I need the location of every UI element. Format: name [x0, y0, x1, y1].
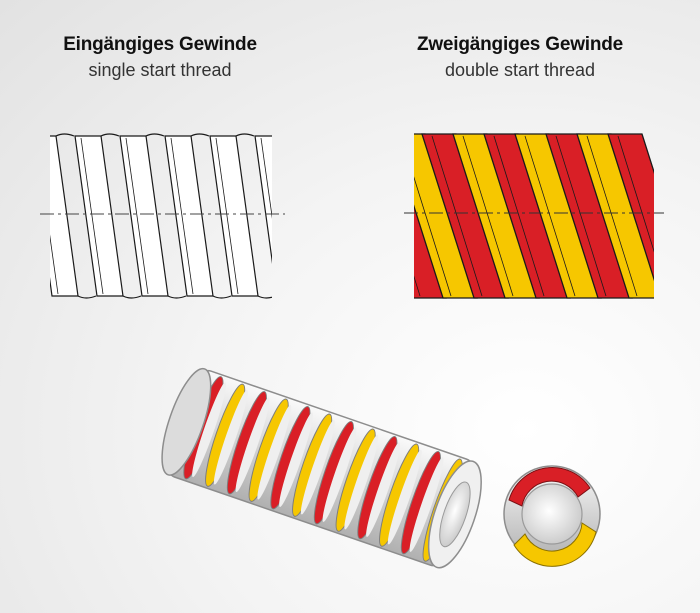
double-start-thread-drawing [404, 133, 664, 299]
double-thread-caption: Zweigängiges Gewinde double start thread [370, 34, 670, 81]
single-thread-title-en: single start thread [88, 60, 232, 80]
single-thread-title-de: Eingängiges Gewinde [63, 34, 257, 55]
thread-flank [50, 135, 79, 297]
thread-flank-yellow [576, 133, 654, 299]
thread-flank [254, 135, 272, 265]
thread-flank-line [170, 137, 194, 295]
thread-flank-line [125, 137, 149, 295]
thread-flank-line [215, 137, 239, 295]
screw-front-core [439, 481, 471, 548]
thread-crest [77, 295, 97, 299]
screw-band-highlight [322, 427, 357, 522]
thread-flank-line [414, 275, 421, 297]
end-view-core [521, 483, 583, 545]
screw-band-highlight [192, 382, 227, 477]
end-view-red-flank [508, 466, 591, 507]
screw-band-highlight [300, 419, 335, 515]
thread-flank [119, 135, 169, 297]
screw-band-highlight [344, 434, 379, 530]
thread-crest [145, 133, 165, 137]
screw-band-highlight [279, 412, 314, 507]
thread-flank [74, 135, 124, 297]
thread-flank-line [617, 135, 654, 253]
thread-end-view [503, 465, 601, 567]
double-thread-title-de: Zweigängiges Gewinde [416, 34, 624, 55]
thread-crest [212, 295, 232, 299]
thread-crest [55, 133, 75, 137]
screw-band-highlight [366, 442, 401, 537]
screw-band-highlight [213, 389, 248, 485]
thread-crest [167, 295, 187, 299]
screw-band-highlight [387, 449, 422, 545]
thread-flank [209, 135, 259, 297]
single-thread-caption: Eingängiges Gewinde single start thread [10, 34, 310, 81]
thread-flank-line [80, 137, 104, 295]
thread-flank-line [260, 137, 272, 219]
thread-flank-line [555, 135, 607, 297]
thread-flank-line [50, 234, 59, 295]
thread-crest [190, 133, 210, 137]
thread-crest [235, 133, 255, 137]
single-start-thread-drawing [40, 133, 321, 299]
thread-flank-line [462, 135, 514, 297]
screw-band-highlight [257, 404, 292, 500]
thread-flank-line [493, 135, 545, 297]
thread-crest [303, 296, 321, 298]
screw-band-highlight [235, 397, 270, 492]
double-thread-title-en: double start thread [444, 60, 596, 80]
screw-band-highlight [409, 457, 444, 552]
thread-crest [257, 295, 272, 299]
thread-flank-line [414, 176, 452, 297]
thread-flank-line [586, 135, 638, 297]
thread-flank-line [524, 135, 576, 297]
thread-crest [122, 295, 142, 299]
thread-flank-red [607, 133, 654, 282]
end-view-yellow-flank [513, 522, 597, 567]
thread-flank [164, 135, 214, 297]
thread-crest [281, 134, 299, 136]
double-start-screw-3d [161, 367, 482, 569]
thread-crest [100, 133, 120, 137]
thread-flank-line [431, 135, 483, 297]
screw-back-end [161, 367, 212, 476]
